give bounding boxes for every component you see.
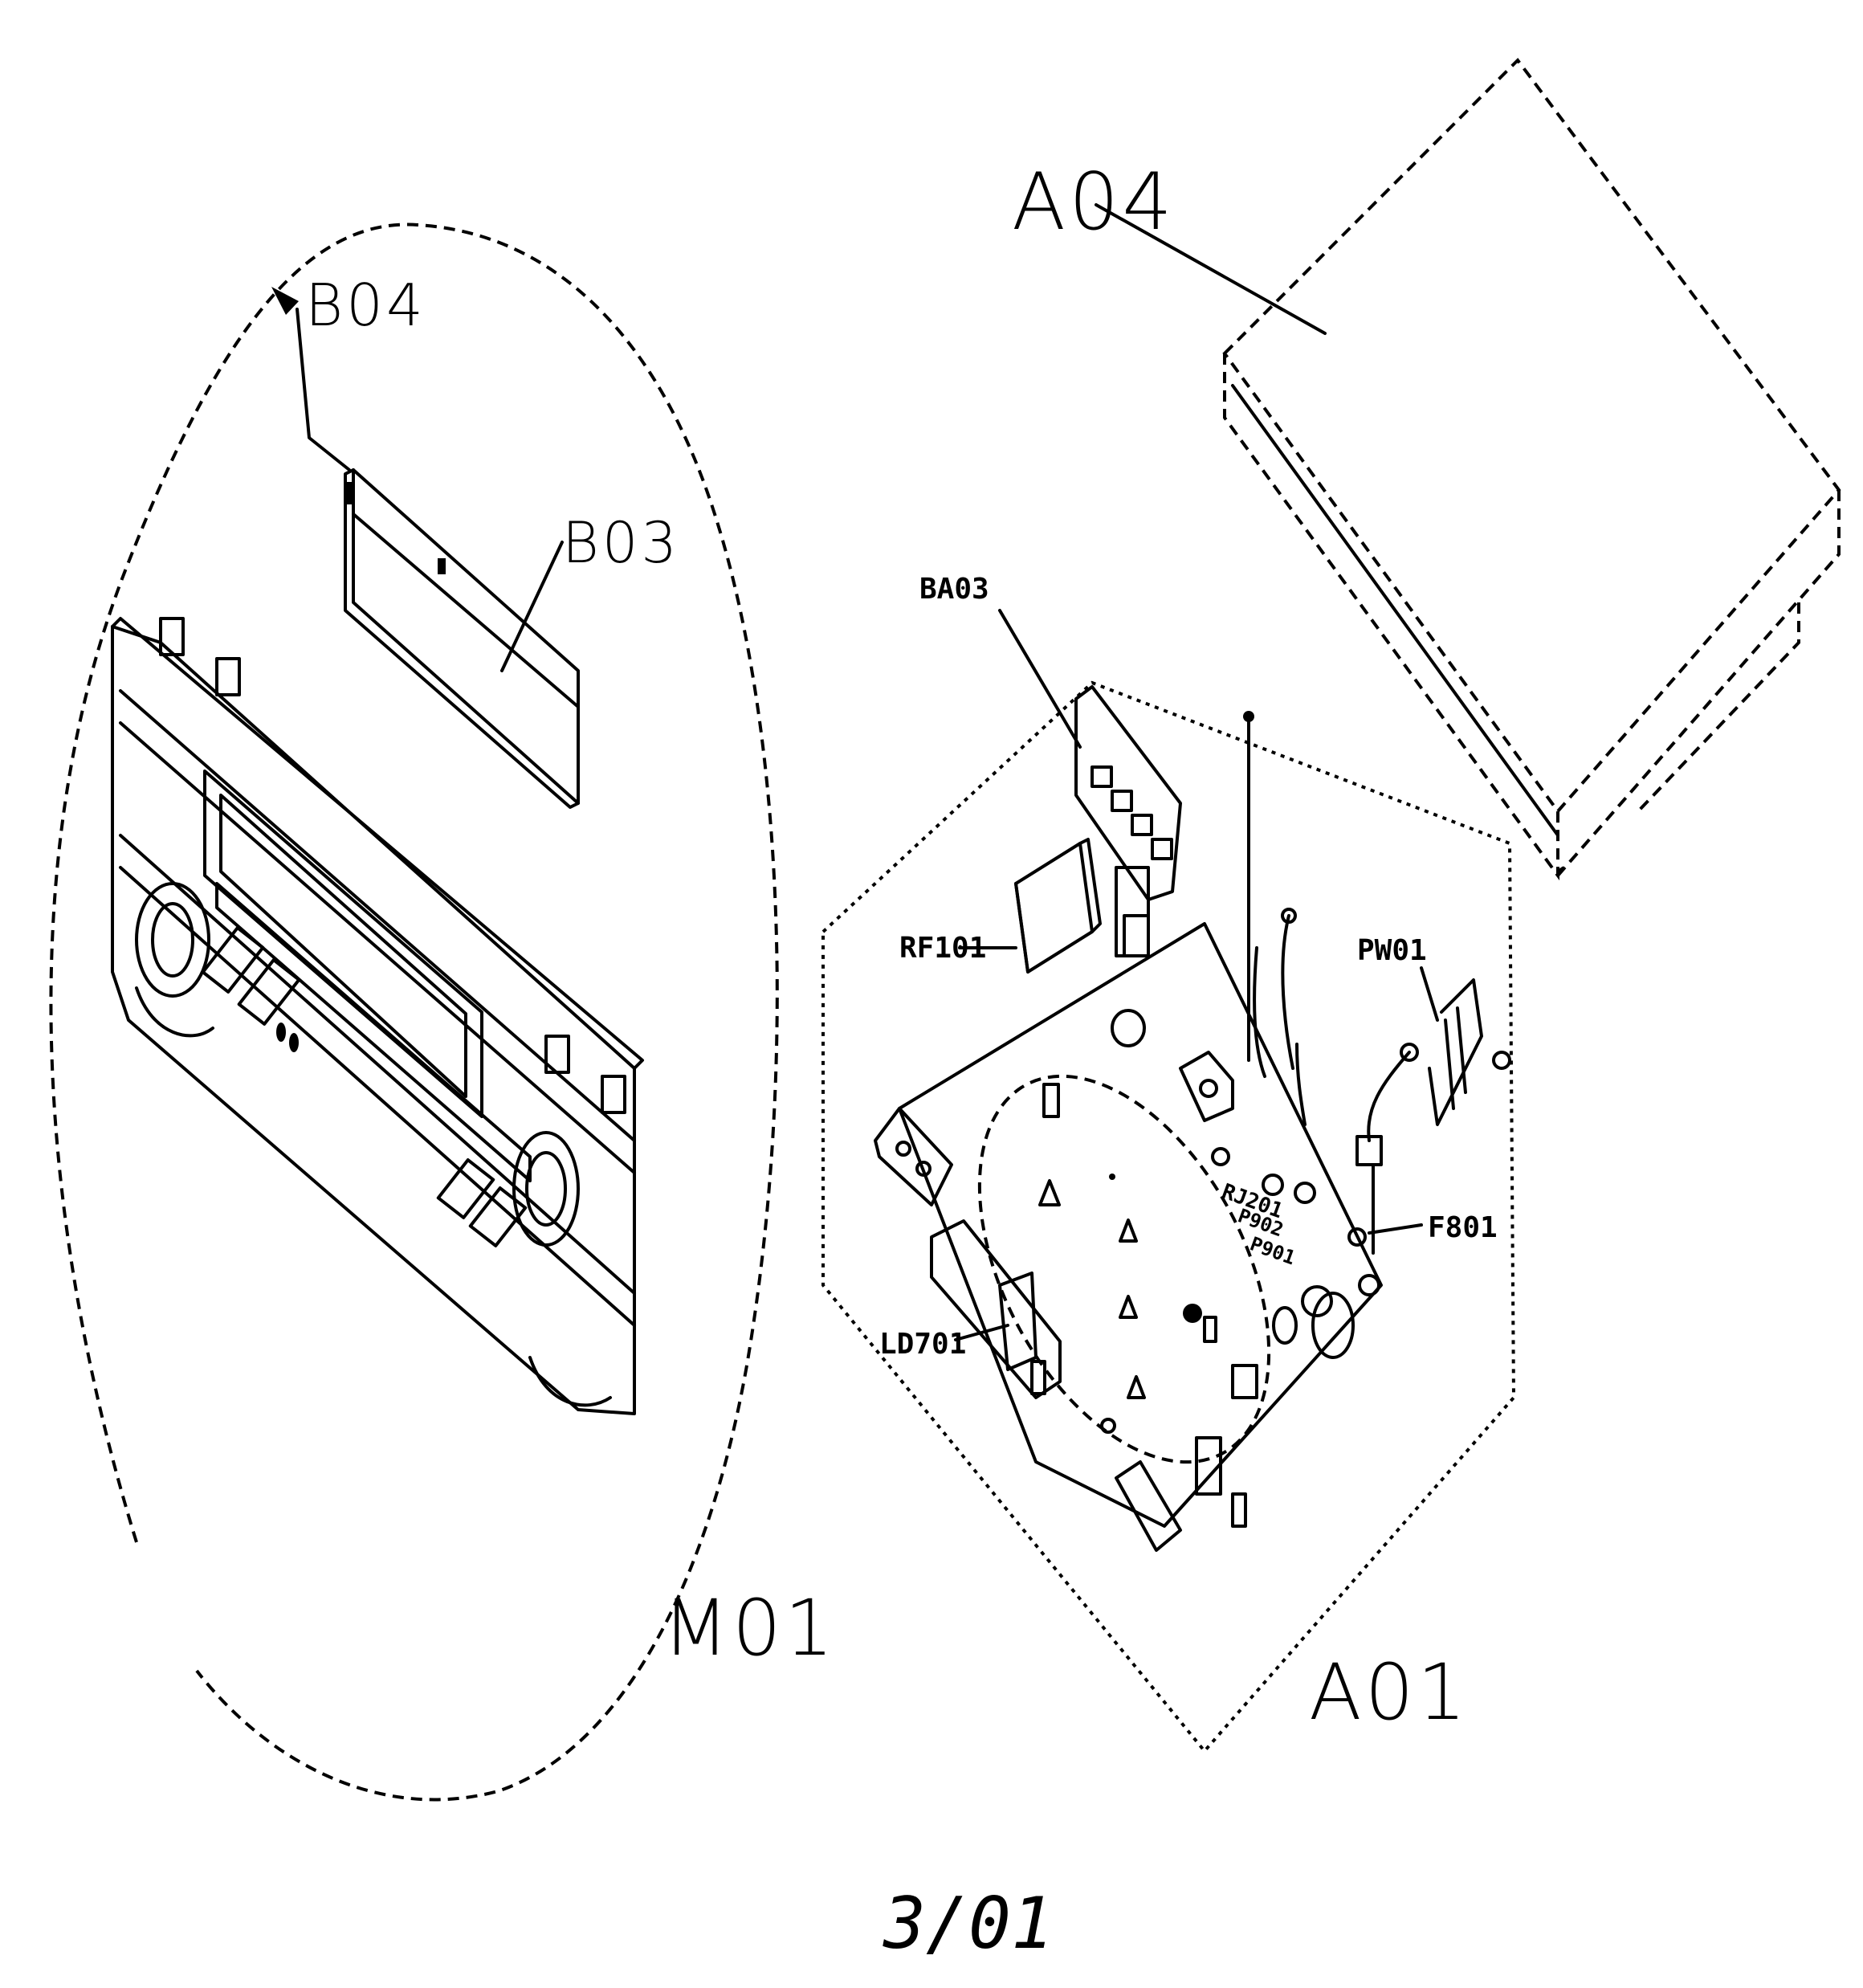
head-drum [977, 1074, 1271, 1464]
f801-leader-line [1368, 1223, 1423, 1235]
page-number: 3/01 [883, 1882, 1054, 1965]
a04-top-cover [1095, 57, 1841, 881]
label-ld701: LD701 [879, 1328, 966, 1361]
label-a04: A04 [1012, 157, 1176, 248]
label-pw01: PW01 [1357, 934, 1427, 967]
label-rf101: RF101 [899, 932, 986, 965]
b03-bracket [344, 468, 580, 809]
b03-leader-line [500, 541, 564, 672]
label-b03: B03 [562, 510, 680, 576]
label-ba03: BA03 [919, 573, 989, 606]
a04-leader-line [1095, 203, 1327, 335]
front-panel-assembly [111, 617, 644, 1415]
b04-arrowhead [271, 287, 299, 315]
ld701-display [930, 1219, 1062, 1399]
label-f801: F801 [1428, 1211, 1498, 1244]
label-a01: A01 [1309, 1647, 1470, 1737]
a01-dashed-hexagon [821, 680, 1516, 1754]
m01-dashed-oval [49, 222, 779, 1802]
a01-main-chassis-group [821, 609, 1516, 1754]
ba03-leader-line [998, 609, 1082, 749]
b04-leader-line [296, 308, 351, 471]
pw01-leader-line [1420, 966, 1439, 1022]
rf101-tuner [1014, 838, 1102, 974]
pw01-power-cord [1355, 978, 1511, 1255]
ba03-connector [1074, 685, 1182, 1047]
label-b04: B04 [305, 271, 426, 339]
main-pcb [898, 922, 1383, 1528]
label-m01: M01 [662, 1583, 837, 1673]
ld701-leader-line [954, 1324, 1009, 1341]
m01-front-panel-group [49, 222, 779, 1802]
